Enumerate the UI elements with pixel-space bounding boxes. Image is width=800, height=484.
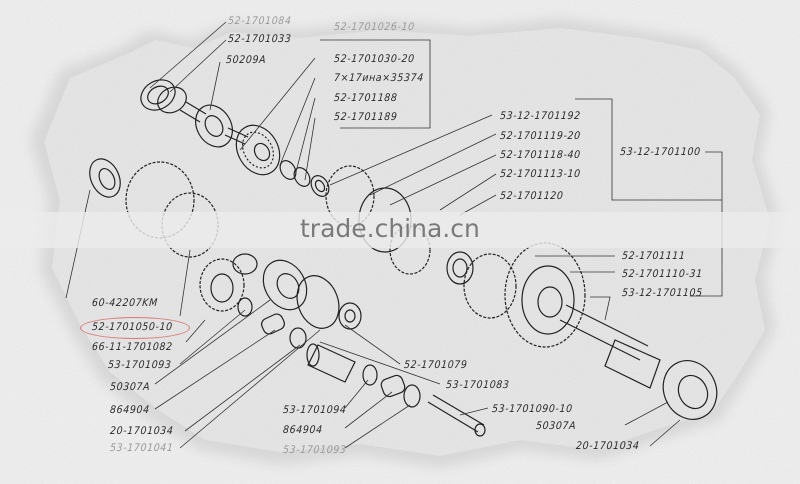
part-label: 52-1701189 [333, 111, 398, 123]
gear-66-11-1701082 [199, 258, 245, 312]
part-label: 52-1701033 [227, 33, 292, 45]
bearing-60-42207km [89, 158, 121, 198]
leader-lines [65, 21, 723, 449]
main-shaft [559, 304, 649, 361]
part-label: 7×17ина×35374 [333, 72, 425, 84]
highlight-ellipse [80, 317, 190, 339]
part-label: 52-1701079 [403, 359, 468, 371]
part-label: 53-1701090-10 [491, 403, 574, 415]
watermark-text: trade.china.cn [300, 214, 480, 243]
part-label: 52-1701113-10 [499, 168, 582, 180]
part-label: 53-1701094 [282, 404, 347, 416]
part-label: 53-1701093 [107, 359, 172, 371]
part-label: 50307A [535, 420, 577, 432]
part-label: 52-1701118-40 [499, 149, 582, 161]
part-label: 864904 [109, 404, 151, 416]
bearing-50209a [195, 104, 233, 148]
part-label: 20-1701034 [109, 425, 174, 437]
ring-part [140, 79, 176, 111]
bearing-50307a [262, 259, 308, 311]
part-label-highlighted: 52-1701050-10 [91, 321, 174, 333]
rear-bearing [662, 360, 718, 420]
part-label: 53-1701041 [109, 442, 174, 454]
part-label: 52-1701119-20 [499, 130, 582, 142]
part-label: 20-1701034 [575, 440, 640, 452]
snap-ring [296, 275, 340, 329]
gear-upper [235, 124, 281, 176]
part-label: 53-12-1701192 [499, 110, 582, 122]
part-label: 52-1701188 [333, 92, 398, 104]
part-label: 53-12-1701100 [619, 146, 702, 158]
part-label: 60-42207KM [91, 297, 159, 309]
part-label: 66-11-1701082 [91, 341, 174, 353]
part-label: 50307A [109, 381, 151, 393]
part-label: 50209A [225, 54, 267, 66]
pin-53-1701090-10 [427, 394, 485, 433]
watermark-band [0, 212, 800, 248]
part-label: 53-12-1701105 [621, 287, 704, 299]
part-label: 52-1701084 [227, 15, 292, 27]
part-label: 864904 [282, 424, 324, 436]
part-label: 52-1701110-31 [621, 268, 704, 280]
part-label: 52-1701030-20 [333, 53, 416, 65]
part-label: 52-1701120 [499, 190, 564, 202]
part-label: 52-1701111 [621, 250, 686, 262]
part-label: 53-1701093 [282, 444, 347, 456]
sleeve-52-1701079 [307, 344, 356, 383]
part-label: 53-1701083 [445, 379, 510, 391]
gear-52-1701111 [463, 253, 517, 319]
needle-bearing [261, 313, 285, 335]
part-label: 52-1701026-10 [333, 21, 416, 33]
